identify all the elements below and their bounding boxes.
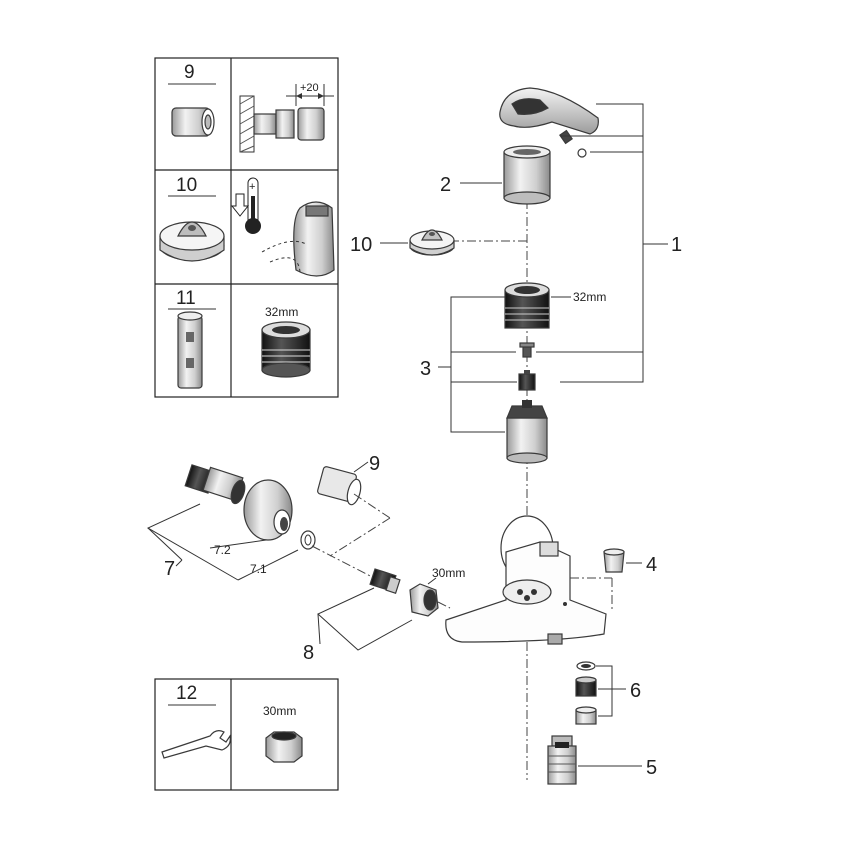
cover-cap [603, 548, 625, 573]
extension-wall-detail-icon [239, 84, 334, 153]
box9-number: 9 [184, 62, 195, 83]
callout-7-2: 7.2 [214, 543, 231, 557]
callout-8: 8 [303, 642, 314, 664]
threaded-bonnet-icon [261, 321, 311, 378]
callout-bracket-1 [536, 103, 668, 383]
cartridge-tool-icon [177, 311, 203, 389]
thermometer-icon: + [230, 177, 261, 234]
callout-9: 9 [369, 453, 380, 475]
handle-sleeve [503, 145, 551, 205]
union-nut [409, 583, 439, 617]
diverter-valve [547, 735, 577, 785]
callout-5: 5 [646, 757, 657, 779]
connection-axis-line [311, 545, 379, 581]
callout-6: 6 [630, 680, 641, 702]
inset-table-9-10-11 [154, 57, 339, 398]
callout-bracket-6 [596, 665, 626, 717]
callout-7-1: 7.1 [250, 562, 267, 576]
inset-table-12 [154, 678, 339, 791]
connection-nipple [369, 568, 401, 594]
nut-icon [265, 731, 303, 763]
bonnet-size-label: 32mm [573, 290, 606, 304]
svg-text:+: + [249, 181, 255, 193]
callout-4: 4 [646, 554, 657, 576]
temperature-limiter-disk [409, 229, 455, 256]
nut-size-label: 30mm [432, 566, 465, 580]
s-union-fitting [184, 464, 246, 505]
wall-escutcheon [243, 479, 293, 541]
extension-dimension: +20 [300, 82, 319, 94]
box10-number: 10 [176, 175, 197, 196]
callout-bracket-3 [438, 296, 517, 433]
cartridge-bonnet [504, 282, 550, 329]
wrench-icon [161, 730, 231, 759]
temperature-limiter-icon [159, 221, 225, 262]
mixing-cartridge [506, 400, 548, 464]
callout-bracket-8 [317, 587, 413, 651]
mixer-body [445, 515, 607, 645]
extension-sleeve-icon [171, 107, 215, 137]
aerator-set [575, 661, 597, 725]
lever-handle-icon [261, 201, 335, 277]
box11-size: 32mm [265, 305, 298, 319]
spline-adapter [518, 370, 536, 391]
extension-sleeve [317, 466, 362, 506]
extension-axis-line [353, 493, 391, 519]
leader-30mm [427, 577, 437, 585]
washer [300, 530, 316, 550]
leader-9 [353, 461, 369, 473]
nut-axis-line [437, 601, 451, 609]
callout-7: 7 [164, 558, 175, 580]
callout-10: 10 [350, 234, 372, 256]
callout-1: 1 [671, 234, 682, 256]
callout-bracket-7 [146, 503, 299, 581]
box11-number: 11 [176, 288, 196, 309]
extension-axis-line-2 [329, 517, 391, 557]
lever-handle [499, 87, 599, 158]
callout-3: 3 [420, 358, 431, 380]
box12-size: 30mm [263, 704, 296, 718]
callout-2: 2 [440, 174, 451, 196]
cartridge-screw [519, 342, 535, 358]
box12-number: 12 [176, 683, 197, 704]
